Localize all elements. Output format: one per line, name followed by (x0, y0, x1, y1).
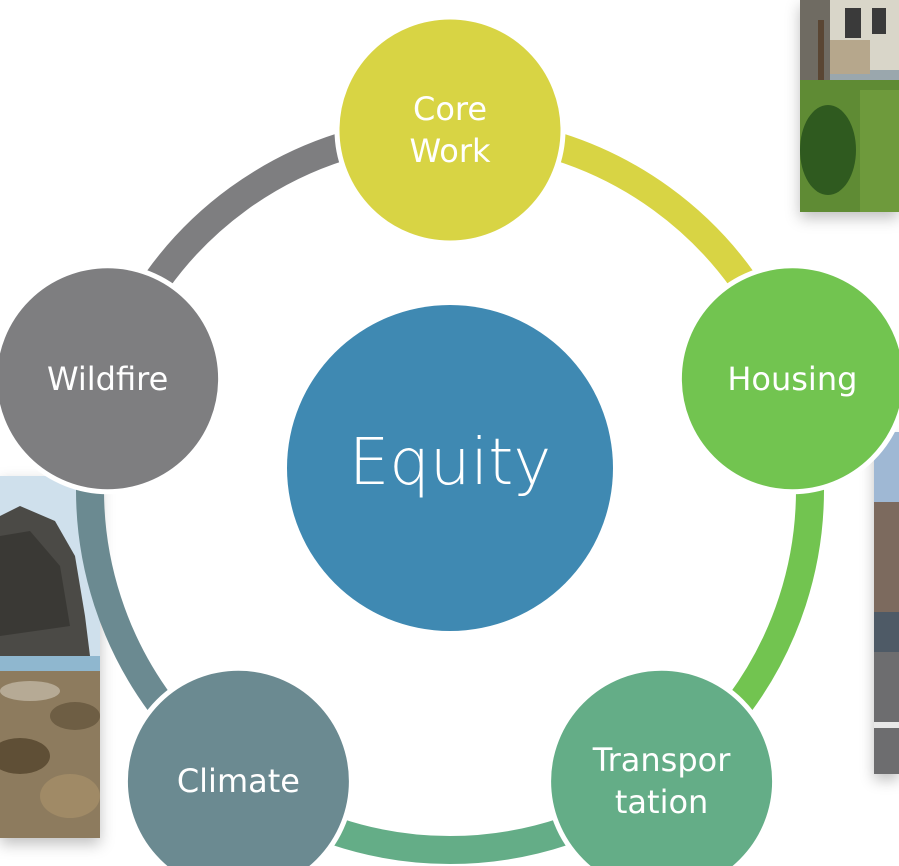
node-housing (676, 263, 899, 495)
center-circle (287, 305, 613, 631)
house-photo (800, 0, 899, 212)
street-photo (874, 432, 899, 774)
node-wildfire (0, 263, 224, 495)
node-climate (122, 665, 354, 866)
coast-photo (0, 476, 100, 838)
node-transportation (546, 665, 778, 866)
node-core-work (334, 14, 566, 246)
